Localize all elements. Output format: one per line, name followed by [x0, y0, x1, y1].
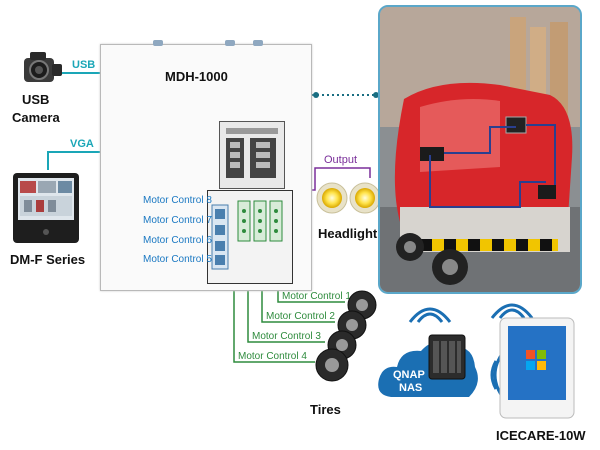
motor-control-6-label: Motor Control 6: [143, 235, 212, 246]
motor-control-2-label: Motor Control 2: [266, 311, 335, 322]
motor-control-7-label: Motor Control 7: [143, 215, 212, 226]
output-label: Output: [324, 154, 358, 166]
motor-connector-panel: [207, 190, 293, 284]
tires-group: [300, 285, 380, 400]
icecare-label: ICECARE-10W: [496, 428, 586, 443]
device-title: MDH-1000: [165, 69, 228, 84]
usb-camera-label-line1: USB: [22, 92, 50, 107]
cloud-icon: [378, 334, 478, 397]
icecare-tablet: [498, 316, 576, 420]
motor-control-5-label: Motor Control 5: [143, 254, 212, 265]
tire-icon: [315, 290, 377, 382]
dm-f-label: DM-F Series: [10, 252, 86, 267]
motor-control-1-label: Motor Control 1: [282, 291, 351, 302]
nas-label-line2: NAS: [399, 382, 423, 394]
tablet-icon: [499, 317, 575, 419]
vehicle-photo: [378, 5, 582, 294]
top-connector: [153, 40, 163, 46]
motor-control-8-label: Motor Control 8: [143, 195, 212, 206]
vga-connection-line: [47, 151, 100, 170]
monitor-icon: [13, 173, 79, 243]
wifi-signal-icon: [490, 303, 534, 319]
nas-label-line1: QNAP: [393, 369, 425, 381]
usb-port-label: USB: [72, 59, 96, 71]
usb-camera: [18, 48, 66, 90]
top-connector: [225, 40, 235, 46]
headlight-label: Headlight: [318, 226, 378, 241]
qnap-nas-cloud: QNAP NAS: [375, 325, 481, 407]
tires-label: Tires: [310, 402, 341, 417]
dm-f-display: [12, 172, 80, 244]
motor-control-4-label: Motor Control 4: [238, 351, 307, 362]
terminal-block: [219, 121, 285, 189]
usb-camera-label-line2: Camera: [12, 110, 60, 125]
vga-port-label: VGA: [70, 138, 94, 150]
top-connector: [253, 40, 263, 46]
headlight-icons: [316, 178, 382, 218]
camera-icon: [24, 52, 62, 82]
headlight-icon: [316, 182, 381, 214]
vehicle-illustration: [380, 7, 580, 292]
motor-control-3-label: Motor Control 3: [252, 331, 321, 342]
mdh-1000-device: MDH-1000: [100, 40, 312, 291]
wifi-signal-icon: [408, 307, 452, 323]
